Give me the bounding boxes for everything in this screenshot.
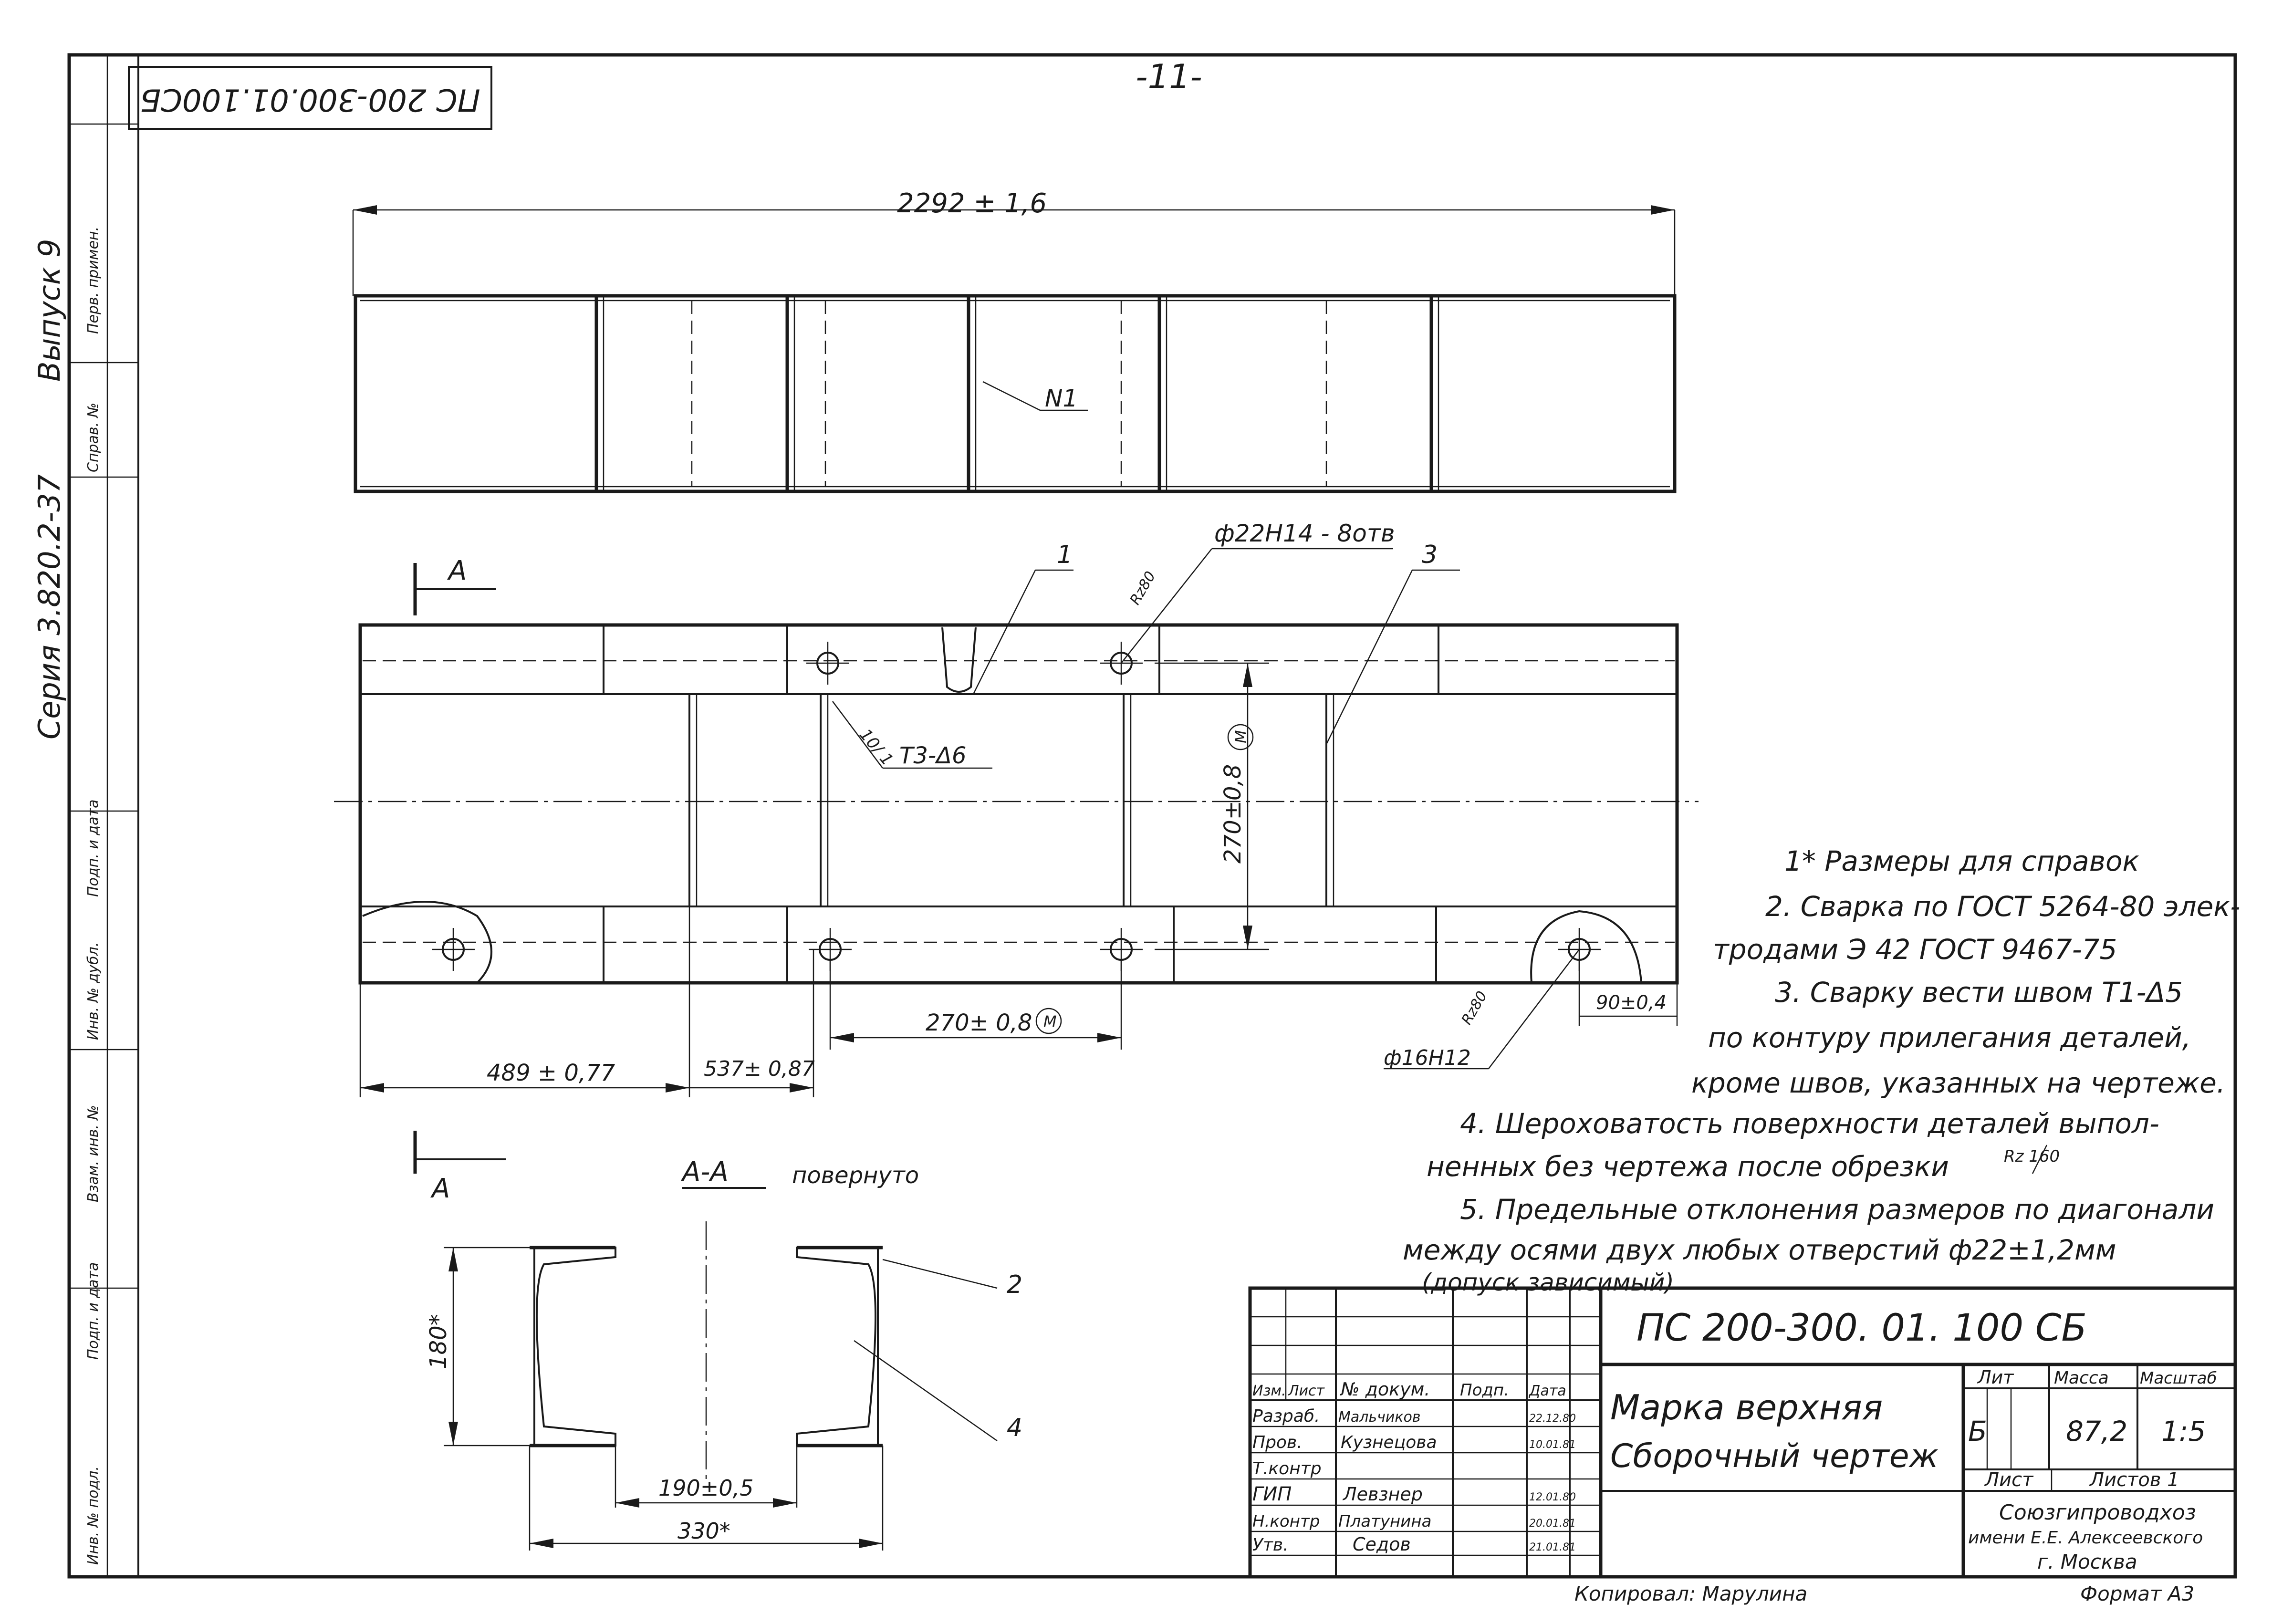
section-mark-top: A [447,555,467,586]
technical-notes: 1* Размеры для справок 2. Сварка по ГОСТ… [1403,845,2240,1296]
issue-label: Выпуск 9 [32,239,67,382]
weld-label: N1 [1045,385,1078,412]
row-name-1: Мальчиков [1338,1409,1421,1426]
section-leader-4: 4 [1007,1414,1022,1442]
strip-label-sign-date-1: Подп. и дата [85,800,102,897]
row-role-6: Утв. [1252,1535,1289,1555]
note-4: 4. Шероховатость поверхности деталей вып… [1460,1107,2159,1140]
strip-label-orig-inv: Инв. № подл. [85,1466,102,1565]
section-dim-height: 180* [425,1314,452,1369]
org-line-2: имени Е.Е. Алексеевского [1968,1528,2203,1548]
page-number: -11- [1136,57,1202,96]
row-role-5: Н.контр [1252,1512,1320,1531]
row-name-4: Левзнер [1342,1484,1423,1505]
org-line-3: г. Москва [2037,1550,2137,1573]
note-5-tolerance: (допуск зависимый) [1422,1269,1674,1296]
mass-value: 87,2 [2066,1415,2127,1447]
dim-bottom-270: 270± 0,8 [926,1010,1032,1036]
note-4-cont: ненных без чертежа после обрезки [1427,1150,1949,1183]
row-date-5: 20.01.81 [1529,1518,1576,1530]
col-doc: № докум. [1340,1379,1430,1400]
dim-left-489: 489 ± 0,77 [487,1060,615,1086]
note-3: 3. Сварку вести швом Т1-Δ5 [1775,976,2183,1009]
mass-label: Масса [2054,1368,2109,1388]
section-title: А-А [681,1156,729,1187]
strip-label-ref: Справ. № [85,403,102,472]
hole-spec-top: ф22Н14 - 8отв [1214,520,1395,547]
rz-top: Rz80 [1127,569,1159,608]
weld-symbol: Т3-Δ6 [899,742,967,769]
section-dim-outer: 330* [677,1518,730,1544]
org-line-1: Союзгипроводхоз [1999,1500,2196,1525]
note-5-cont: между осями двух любых отверстий ф22±1,2… [1403,1234,2116,1266]
row-role-3: Т.контр [1252,1459,1322,1478]
col-list: Лист [1288,1383,1325,1399]
series-label: Серия 3.820.2-37 [32,474,67,739]
weld-leader [982,381,1041,411]
overall-dim-text: 2292 ± 1,6 [897,188,1047,219]
row-name-2: Кузнецова [1341,1433,1437,1452]
lit-value: Б [1968,1415,1987,1447]
strip-label-dup-inv: Инв. № дубл. [85,942,102,1040]
row-role-1: Разраб. [1252,1406,1320,1426]
col-date: Дата [1528,1383,1566,1399]
section-view [444,1221,998,1551]
dim-vertical-270: 270±0,8 [1219,764,1246,864]
leader-1: 1 [1057,541,1073,569]
doc-code-box [128,66,492,130]
dim-right-90: 90±0,4 [1596,992,1667,1014]
row-date-6: 21.01.81 [1529,1541,1576,1553]
scale-label: Масштаб [2140,1369,2217,1388]
row-date-2: 10.01.81 [1529,1439,1576,1451]
section-dim-inner: 190±0,5 [658,1475,754,1501]
section-rotated-label: повернуто [792,1162,919,1189]
weld-note: 10/ 1 [855,725,897,769]
hole-spec-bottom: ф16Н12 [1384,1046,1471,1070]
dim-left-537: 537± 0,87 [704,1057,815,1081]
row-name-6: Седов [1353,1534,1411,1555]
col-izm: Изм. [1252,1383,1286,1399]
rz-bottom: Rz80 [1459,989,1491,1028]
side-strip-cells [69,123,138,1289]
row-name-5: Платунина [1338,1512,1431,1531]
note-3-cont: по контуру прилегания деталей, [1708,1021,2191,1054]
row-date-1: 22.12.80 [1529,1413,1576,1425]
row-role-4: ГИП [1252,1483,1292,1505]
format-label: Формат А3 [2080,1582,2194,1605]
section-leader-2: 2 [1007,1270,1022,1299]
section-mark-bottom: А [430,1173,450,1204]
title-designation: ПС 200-300. 01. 100 СБ [1636,1307,2087,1350]
lit-label: Лит [1977,1367,2014,1388]
outer-frame [67,53,2237,1579]
note-3-cont2: кроме швов, указанных на чертеже. [1691,1067,2225,1099]
dim-m-bottom: M [1043,1012,1057,1031]
sheet-label: Лист [1984,1469,2034,1491]
note-5: 5. Предельные отклонения размеров по диа… [1460,1193,2214,1226]
note-2-cont: тродами Э 42 ГОСТ 9467-75 [1713,933,2117,966]
col-sign: Подп. [1460,1381,1509,1400]
copied-by: Копировал: Марулина [1574,1582,1807,1605]
note-rz: Rz 160 [2004,1147,2060,1166]
leader-3: 3 [1422,541,1438,569]
note-1: 1* Размеры для справок [1784,845,2139,877]
doc-code-rotated: ПС 200-300.01.100СБ [140,82,480,117]
strip-label-first-use: Перв. примен. [85,227,102,334]
title-name-2: Сборочный чертеж [1610,1437,1938,1475]
scale-value: 1:5 [2161,1415,2206,1447]
title-name-1: Марка верхняя [1610,1387,1883,1427]
title-block [1248,1286,2237,1579]
strip-label-sign-date-2: Подп. и дата [85,1262,102,1360]
top-view [352,205,1677,493]
note-2: 2. Сварка по ГОСТ 5264-80 элек- [1765,890,2240,923]
row-role-2: Пров. [1252,1433,1303,1452]
main-view [334,548,1699,1174]
sheets-label: Листов 1 [2089,1469,2179,1491]
dim-m-vertical: M [1232,730,1250,743]
strip-label-repl-inv: Взам. инв. № [85,1105,102,1202]
row-date-4: 12.01.80 [1529,1491,1576,1503]
